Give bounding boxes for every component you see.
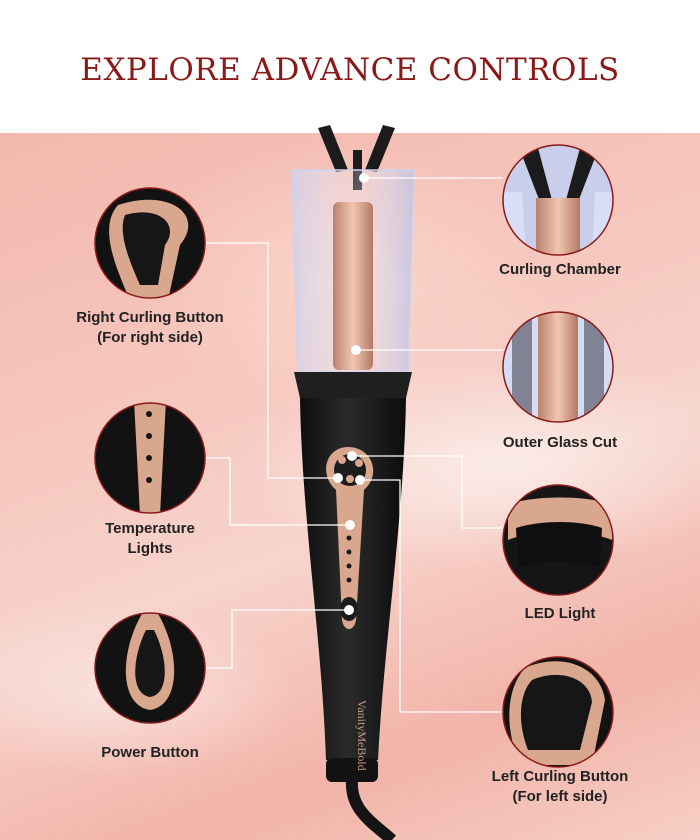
curling-chamber-callout	[502, 144, 614, 256]
left-curling-button-label: Left Curling Button (For left side)	[450, 767, 670, 807]
collar	[294, 372, 412, 398]
page-title: EXPLORE ADVANCE CONTROLS	[80, 51, 620, 88]
temperature-label-line2: Lights	[127, 540, 173, 557]
led-light-label: LED Light	[450, 604, 670, 624]
curling-chamber-label-line1: Curling Chamber	[499, 261, 621, 278]
power-button-label: Power Button	[40, 743, 260, 763]
left-curling-label-line2: (For left side)	[512, 788, 608, 805]
brand-logo: VanityMeBold	[355, 700, 369, 771]
outer-glass-cut-callout	[502, 311, 614, 423]
left-curling-button-callout	[502, 656, 614, 768]
led-light-label-line1: LED Light	[524, 605, 596, 622]
leader-lines	[205, 177, 503, 713]
power-label-line1: Power Button	[101, 744, 199, 761]
power-cord	[345, 779, 397, 840]
outer-glass-cut-label: Outer Glass Cut	[450, 433, 670, 453]
temperature-lights-label: Temperature Lights	[40, 519, 260, 559]
temperature-label-line1: Temperature	[105, 520, 195, 537]
outer-glass-label-line1: Outer Glass Cut	[502, 434, 618, 451]
leader-dots	[333, 173, 369, 615]
right-curling-label-line1: Right Curling Button	[76, 309, 224, 326]
curling-chamber-label: Curling Chamber	[450, 260, 670, 280]
right-curling-button-callout	[94, 187, 206, 299]
heating-barrel	[333, 202, 373, 370]
right-curling-button-label: Right Curling Button (For right side)	[40, 308, 260, 348]
power-button-callout	[94, 612, 206, 724]
left-curling-label-line1: Left Curling Button	[491, 768, 629, 785]
led-light-callout	[502, 484, 614, 596]
title-band: EXPLORE ADVANCE CONTROLS	[0, 0, 700, 133]
temperature-lights-callout	[94, 402, 206, 514]
right-curling-label-line2: (For right side)	[97, 329, 203, 346]
